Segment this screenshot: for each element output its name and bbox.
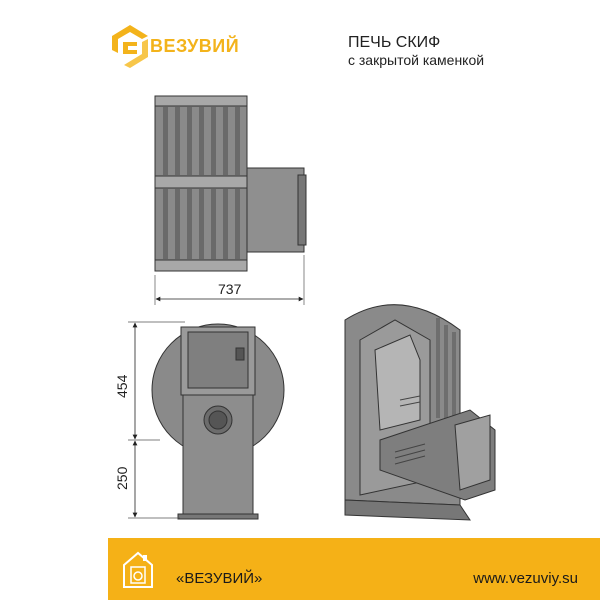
- page-subtitle: с закрытой каменкой: [348, 52, 485, 68]
- footer-brand: «ВЕЗУВИЙ»: [176, 570, 263, 587]
- footer-bar: «ВЕЗУВИЙ» www.vezuviy.su: [108, 538, 600, 600]
- footer-website-link[interactable]: www.vezuviy.su: [473, 570, 578, 587]
- house-stove-icon: [123, 551, 153, 588]
- technical-drawing: 737 454 250: [114, 95, 496, 521]
- side-view: [154, 95, 307, 305]
- brand-logo-icon: [112, 25, 148, 68]
- dimension-height-lower: 250: [114, 466, 130, 490]
- brand-name: ВЕЗУВИЙ: [150, 36, 240, 56]
- page-title: ПЕЧЬ СКИФ: [348, 34, 441, 51]
- dimension-height-upper: 454: [114, 374, 130, 398]
- dimension-width: 737: [218, 281, 242, 297]
- cutaway-view: [344, 304, 496, 521]
- front-view: [128, 321, 285, 520]
